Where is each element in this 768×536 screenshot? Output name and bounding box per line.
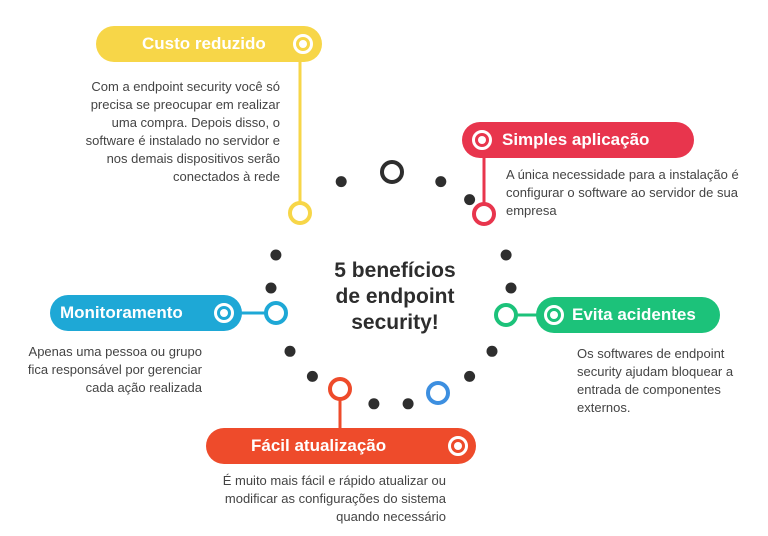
pill-label: Evita acidentes bbox=[572, 305, 696, 324]
target-icon bbox=[293, 34, 313, 54]
target-icon bbox=[214, 303, 234, 323]
ring-dot bbox=[368, 398, 380, 410]
evita-acidentes-marker bbox=[494, 303, 518, 327]
desc-line: cada ação realizada bbox=[85, 380, 202, 395]
target-icon bbox=[544, 305, 564, 325]
title-line: security! bbox=[351, 311, 439, 334]
desc-line: entrada de componentes bbox=[577, 382, 721, 397]
ring-dot bbox=[464, 370, 476, 382]
custo-reduzido-marker bbox=[288, 201, 312, 225]
desc-monitoramento: Apenas uma pessoa ou grupo fica responsá… bbox=[2, 343, 202, 397]
ring-dot bbox=[505, 282, 517, 294]
ring-dot bbox=[284, 345, 296, 357]
desc-line: fica responsável por gerenciar bbox=[27, 362, 202, 377]
desc-line: quando necessário bbox=[336, 509, 446, 524]
desc-line: conectados à rede bbox=[173, 169, 280, 184]
desc-line: uma compra. Depois disso, o bbox=[111, 115, 280, 130]
desc-evita-acidentes: Os softwares de endpoint security ajudam… bbox=[577, 345, 767, 417]
top-ring-marker bbox=[380, 160, 404, 184]
ring-dot bbox=[500, 249, 512, 261]
pill-label: Monitoramento bbox=[60, 303, 183, 322]
pill-label: Fácil atualização bbox=[251, 436, 387, 455]
title-line: de endpoint bbox=[335, 285, 455, 308]
desc-line: externos. bbox=[577, 400, 631, 415]
dotted-circle bbox=[265, 176, 517, 410]
desc-line: Com a endpoint security você só bbox=[91, 79, 280, 94]
desc-line: precisa se preocupar em realizar bbox=[90, 97, 280, 112]
pill-simples-aplicacao: Simples aplicação bbox=[462, 122, 694, 158]
desc-facil-atualizacao: É muito mais fácil e rápido atualizar ou… bbox=[150, 472, 446, 526]
ring-dot bbox=[486, 345, 498, 357]
ring-dot bbox=[464, 194, 476, 206]
target-icon bbox=[472, 130, 492, 150]
ring-dot bbox=[402, 398, 414, 410]
pill-label: Simples aplicação bbox=[502, 130, 650, 149]
desc-line: Apenas uma pessoa ou grupo bbox=[28, 344, 202, 359]
blue-ring-marker bbox=[426, 381, 450, 405]
ring-dot bbox=[270, 249, 282, 261]
simples-aplicacao-marker bbox=[472, 202, 496, 226]
desc-line: É muito mais fácil e rápido atualizar ou bbox=[222, 473, 446, 488]
ring-dot bbox=[306, 370, 318, 382]
pill-monitoramento: Monitoramento bbox=[50, 295, 242, 331]
facil-atualizacao-marker bbox=[328, 377, 352, 401]
target-icon bbox=[448, 436, 468, 456]
desc-line: security ajudam bloquear a bbox=[577, 364, 734, 379]
center-title: 5 benefícios de endpoint security! bbox=[300, 258, 490, 336]
ring-dot bbox=[335, 176, 347, 188]
desc-custo-reduzido: Com a endpoint security você só precisa … bbox=[40, 78, 280, 186]
title-line: 5 benefícios bbox=[334, 259, 456, 282]
pill-custo-reduzido: Custo reduzido bbox=[96, 26, 322, 62]
pill-label: Custo reduzido bbox=[142, 34, 266, 53]
desc-simples-aplicacao: A única necessidade para a instalação é … bbox=[506, 166, 766, 220]
ring-dot bbox=[435, 176, 447, 188]
ring-dot bbox=[265, 282, 277, 294]
pill-facil-atualizacao: Fácil atualização bbox=[206, 428, 476, 464]
desc-line: A única necessidade para a instalação é bbox=[506, 167, 739, 182]
desc-line: modificar as configurações do sistema bbox=[224, 491, 446, 506]
desc-line: nos demais dispositivos serão bbox=[106, 151, 280, 166]
desc-line: empresa bbox=[506, 203, 557, 218]
pill-evita-acidentes: Evita acidentes bbox=[536, 297, 720, 333]
desc-line: configurar o software ao servidor de sua bbox=[506, 185, 738, 200]
desc-line: Os softwares de endpoint bbox=[577, 346, 725, 361]
desc-line: software é instalado no servidor e bbox=[85, 133, 280, 148]
monitoramento-marker bbox=[264, 301, 288, 325]
